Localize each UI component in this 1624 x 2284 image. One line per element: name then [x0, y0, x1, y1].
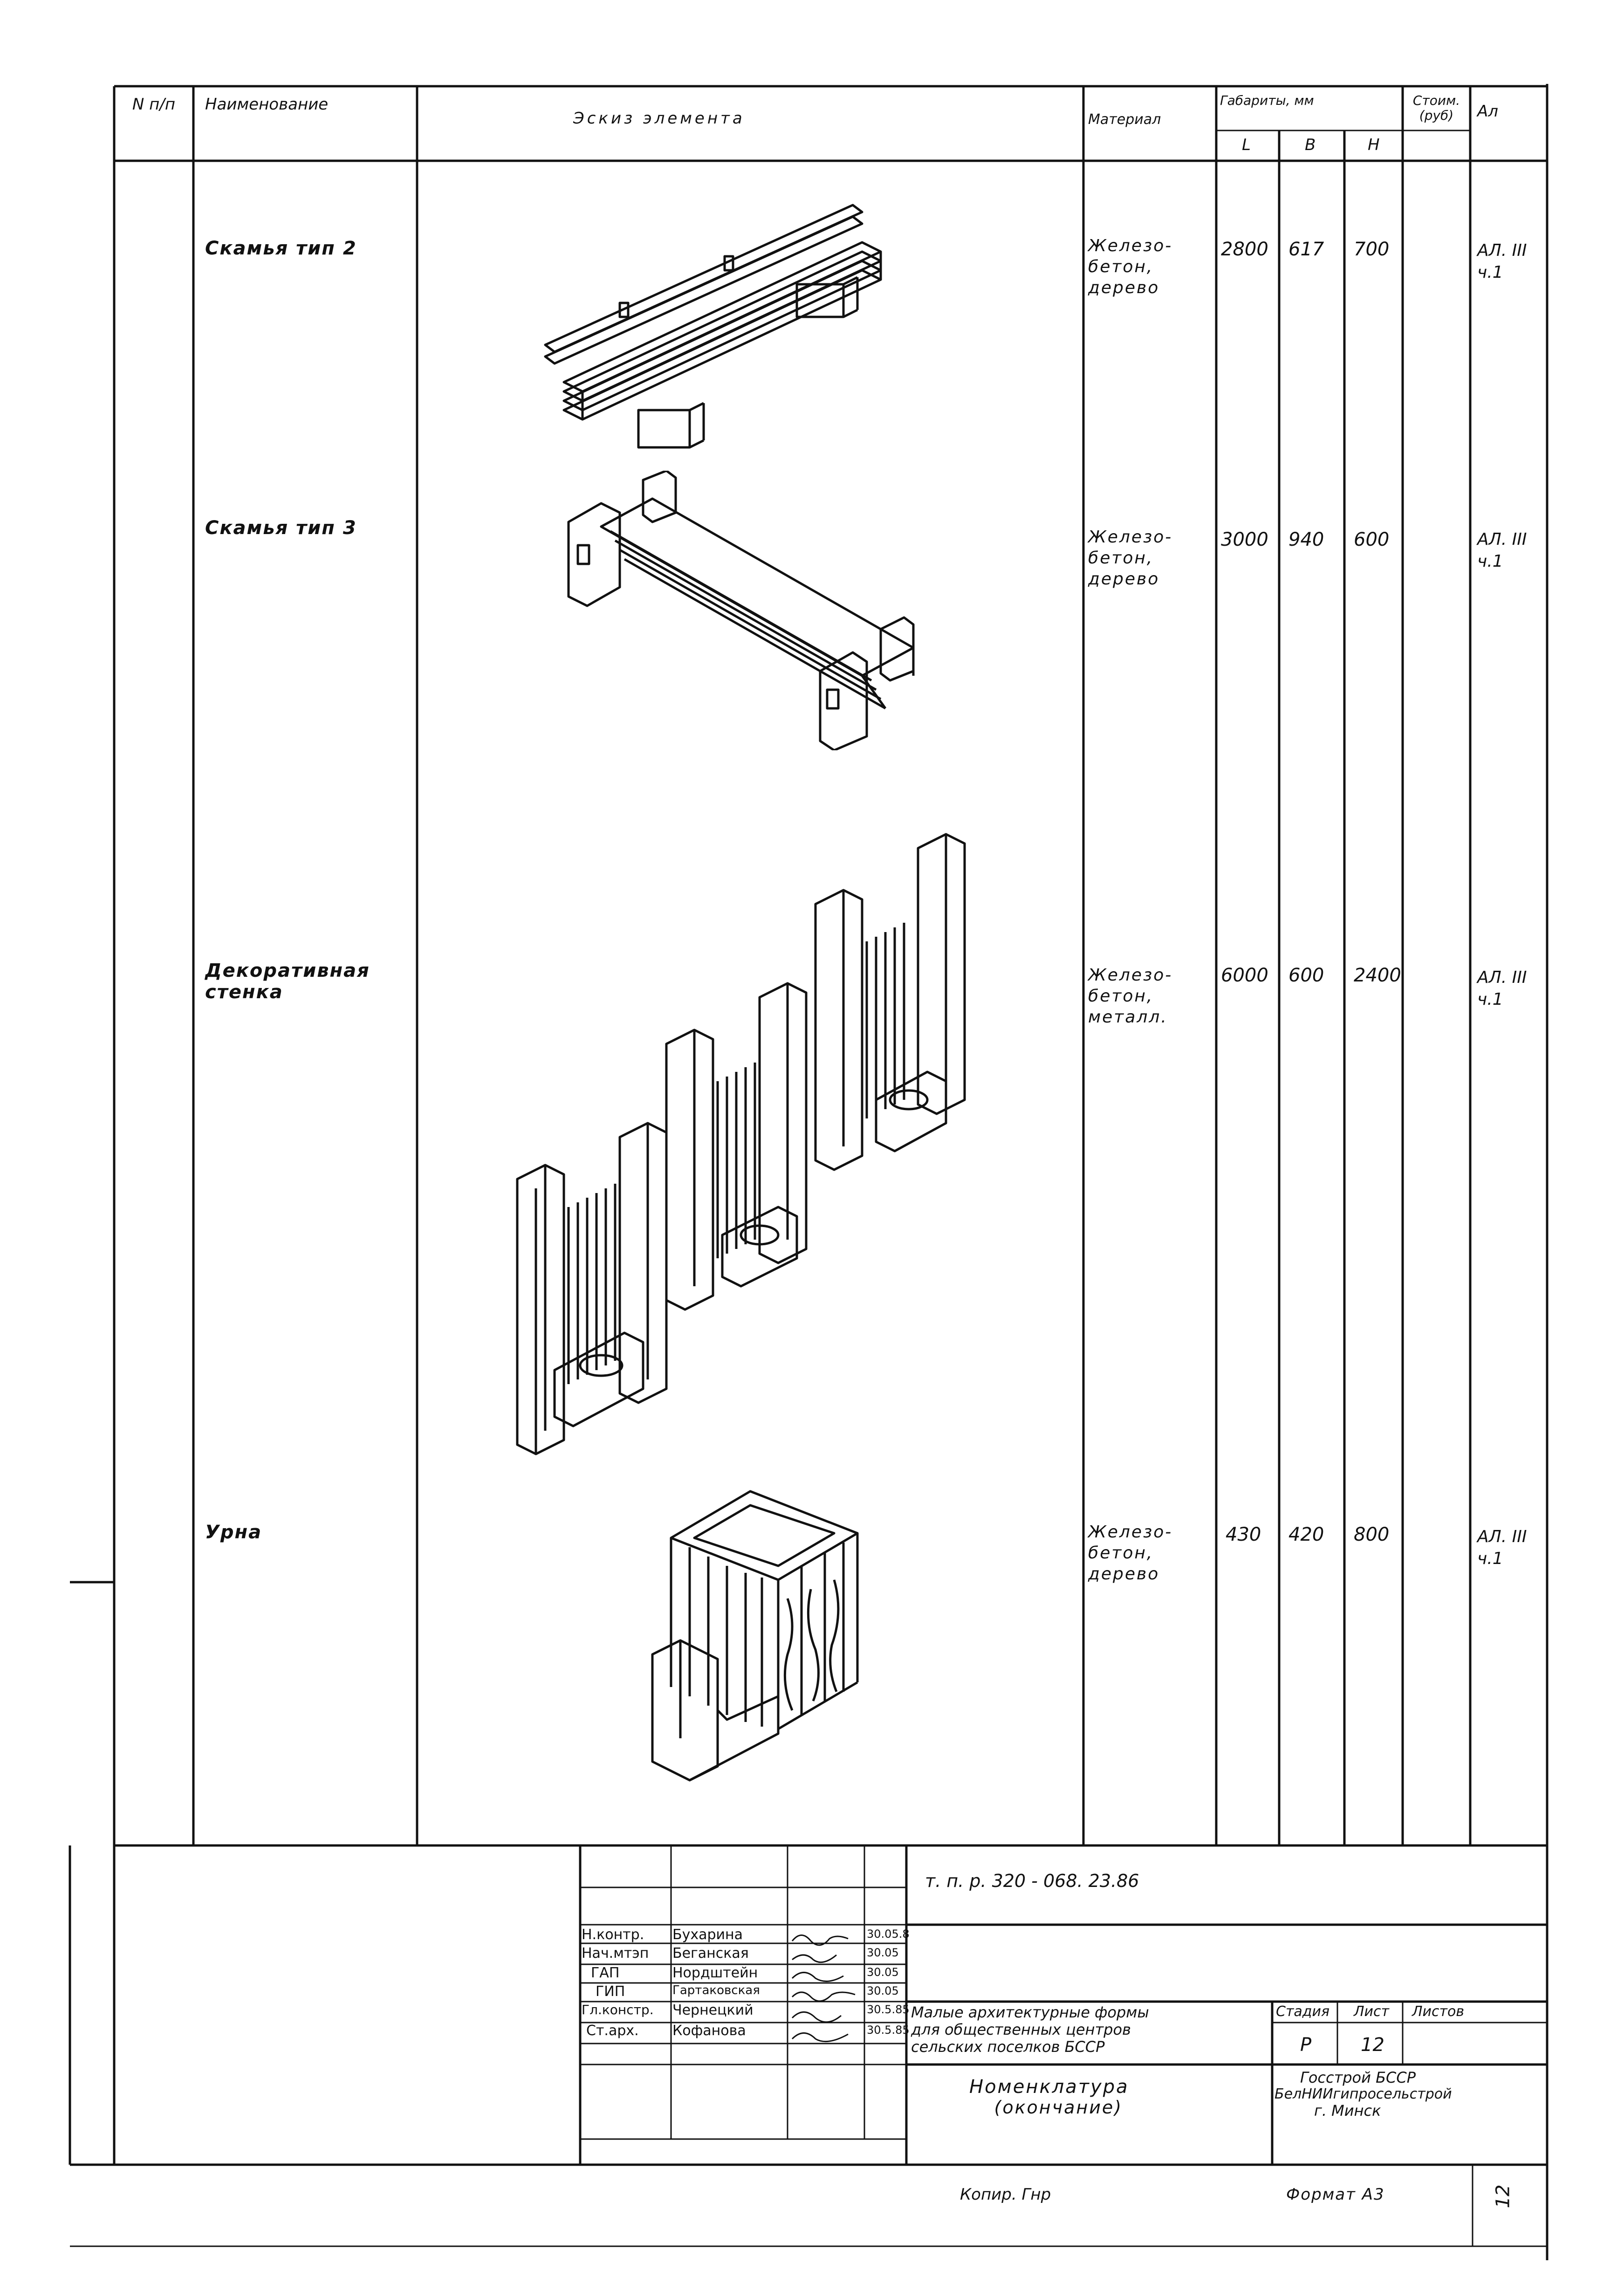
- row2-height: 600: [1354, 529, 1390, 550]
- header-dim-h: H: [1368, 136, 1380, 154]
- format-label: Формат А3: [1286, 2185, 1385, 2204]
- row3-sheet: АЛ. III ч.1: [1477, 968, 1527, 1009]
- row4-name: Урна: [205, 1522, 262, 1543]
- row3-height: 2400: [1354, 965, 1401, 986]
- row1-length: 2800: [1221, 239, 1268, 260]
- row3-length: 6000: [1221, 965, 1268, 986]
- row2-length: 3000: [1221, 529, 1268, 550]
- row1-material: Железо- бетон, дерево: [1088, 236, 1173, 297]
- header-sketch: Эскиз элемента: [573, 109, 745, 128]
- list-value: 12: [1361, 2034, 1384, 2056]
- header-material: Материал: [1088, 111, 1161, 128]
- bench-type2-sketch: [544, 204, 882, 449]
- row4-material: Железо- бетон, дерево: [1088, 1523, 1173, 1584]
- project-title: Малые архитектурные формы для общественн…: [911, 2003, 1149, 2056]
- list-label: Лист: [1354, 2003, 1390, 2020]
- organization: Госстрой БССР БелНИИгипросельстрой г. Ми…: [1275, 2069, 1452, 2120]
- row2-sheet: АЛ. III ч.1: [1477, 530, 1527, 571]
- row4-width: 420: [1288, 1524, 1324, 1545]
- document-code: т. п. р. 320 - 068. 23.86: [925, 1871, 1139, 1891]
- row1-width: 617: [1288, 239, 1324, 260]
- row1-height: 700: [1354, 239, 1390, 260]
- header-name: Наименование: [205, 95, 329, 114]
- document-title: Номенклатура (окончание): [969, 2076, 1129, 2118]
- row1-name: Скамья тип 2: [205, 238, 357, 259]
- header-cost: Стоим. (руб): [1412, 93, 1460, 123]
- row3-name: Декоративная стенка: [205, 960, 370, 1003]
- copy-mark: Копир. Гнр: [960, 2185, 1051, 2204]
- urn-sketch: [651, 1490, 859, 1782]
- row4-sheet: АЛ. III ч.1: [1477, 1527, 1527, 1568]
- row2-name: Скамья тип 3: [205, 517, 357, 539]
- signatures: [791, 1934, 856, 2043]
- stage-value: Р: [1300, 2034, 1312, 2056]
- header-dim-b: B: [1305, 136, 1316, 154]
- header-dim-l: L: [1242, 136, 1251, 154]
- header-number: N п/п: [132, 95, 176, 114]
- row3-width: 600: [1288, 965, 1324, 986]
- stage-label: Стадия: [1276, 2003, 1330, 2020]
- page-number-stamp: 12: [1492, 2184, 1514, 2209]
- row3-material: Железо- бетон, металл.: [1088, 966, 1173, 1027]
- decorative-wall-sketch: [516, 833, 966, 1455]
- row1-sheet: АЛ. III ч.1: [1477, 241, 1527, 282]
- lists-label: Листов: [1412, 2003, 1465, 2020]
- row4-height: 800: [1354, 1524, 1390, 1545]
- row4-length: 430: [1226, 1524, 1261, 1545]
- row2-material: Железо- бетон, дерево: [1088, 528, 1173, 589]
- row2-width: 940: [1288, 529, 1324, 550]
- header-dims: Габариты, мм: [1220, 93, 1314, 108]
- bench-type3-sketch: [567, 471, 915, 750]
- header-sheet: Ал: [1477, 102, 1498, 121]
